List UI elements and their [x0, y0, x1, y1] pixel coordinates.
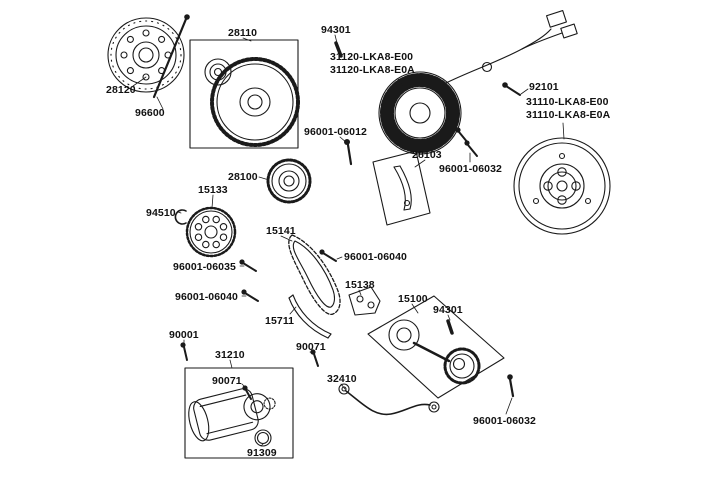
dowel-pin-94301-top-drawing: [334, 41, 343, 58]
sprocket-15133-drawing: [185, 206, 237, 258]
bolt-90071-b-drawing: [242, 385, 252, 400]
leader-lines: [132, 34, 565, 447]
drive-plate-28120-drawing: [107, 17, 185, 93]
bracket-28103-drawing: [372, 150, 431, 226]
starter-gear-28110-drawing: [204, 57, 300, 147]
clip-94510-drawing: [174, 209, 187, 225]
bolt-96001-06040-a-drawing: [319, 249, 337, 262]
oil-pump-15100-drawing: [367, 295, 505, 399]
chain-15141-drawing: [288, 234, 341, 315]
bolt-96600-drawing: [152, 14, 190, 99]
bracket-15138-drawing: [348, 286, 381, 316]
bolt-96001-06012-drawing: [344, 139, 353, 166]
bolt-90001-drawing: [180, 342, 188, 361]
chain-guide-15711-drawing: [288, 294, 332, 339]
dowel-pin-94301-pump-drawing: [446, 319, 454, 335]
detail-box-28110: [189, 39, 299, 149]
bolt-96001-06032-bottom-drawing: [507, 374, 515, 398]
bolt-90071-a-drawing: [310, 349, 319, 367]
starter-motor-31210-drawing: [188, 388, 276, 442]
bolt-96001-06035-drawing: [239, 259, 257, 272]
starter-cable-32410-drawing: [338, 383, 440, 416]
detail-box-31210: [184, 367, 294, 459]
bolts-96001-06032-right-drawing: [455, 127, 478, 157]
bolt-92101-drawing: [502, 82, 521, 96]
o-ring-91309-drawing: [254, 429, 272, 447]
gear-28100-drawing: [266, 158, 312, 204]
bolt-96001-06040-b-drawing: [241, 289, 259, 302]
flywheel-rotor-31110-drawing: [513, 137, 611, 235]
stator-31120-drawing: [378, 9, 578, 155]
